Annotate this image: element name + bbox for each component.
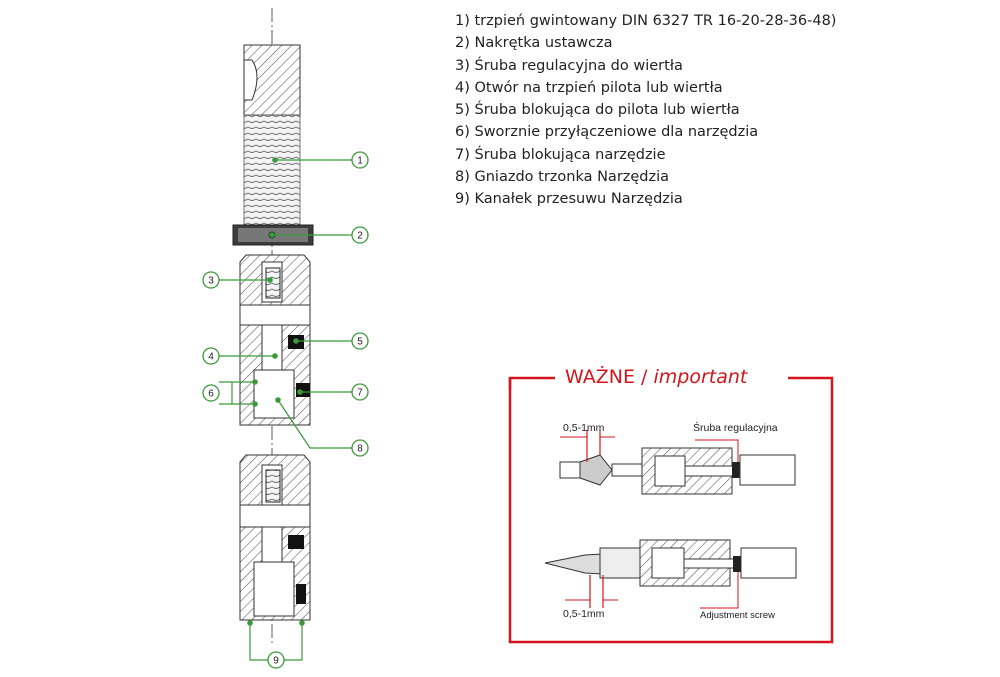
legend-item: 4) Otwór na trzpień pilota lub wiertła: [455, 79, 723, 96]
legend-item: 3) Śruba regulacyjna do wiertła: [455, 57, 683, 74]
legend-item: 9) Kanałek przesuwu Narzędzia: [455, 191, 683, 208]
legend-item: 2) Nakrętka ustawcza: [455, 35, 613, 52]
callout-label: 5: [357, 337, 363, 348]
legend-item: 5) Śruba blokująca do pilota lub wiertła: [455, 102, 740, 119]
legend-list: 1) trzpień gwintowany DIN 6327 TR 16-20-…: [455, 10, 836, 211]
callout-label: 3: [208, 276, 214, 287]
important-title-main: WAŻNE /: [565, 366, 654, 388]
callout-6: [202, 384, 220, 402]
callout-leaders: [219, 159, 352, 661]
callout-7: [351, 383, 369, 401]
legend-item: 6) Sworznie przyłączeniowe dla narzędzia: [455, 124, 759, 141]
legend-item: 7) Śruba blokująca narzędzie: [455, 146, 666, 163]
callout-label: 6: [208, 389, 214, 400]
gap-label-top: 0,5-1mm: [563, 422, 605, 434]
screw-label-pl: Śruba regulacyjna: [693, 422, 778, 434]
callout-label: 7: [357, 388, 363, 399]
callout-circles: [202, 151, 369, 669]
callout-label: 9: [273, 656, 279, 667]
callout-8: [351, 439, 369, 457]
holder-body-lower: [239, 454, 311, 621]
callout-label: 1: [357, 156, 363, 167]
callout-dots: [247, 157, 305, 626]
legend-item: 1) trzpień gwintowany DIN 6327 TR 16-20-…: [455, 13, 837, 29]
callout-3: [202, 271, 220, 289]
callout-label: 2: [357, 231, 363, 242]
callout-5: [351, 332, 369, 350]
legend-item: 8) Gniazdo trzonka Narzędzia: [455, 169, 670, 186]
screw-label-en: Adjustment screw: [700, 610, 775, 621]
callout-4: [202, 347, 220, 365]
threaded-arbor: [243, 44, 301, 226]
callout-label: 8: [357, 444, 363, 455]
important-frame: [508, 376, 834, 644]
important-title: WAŻNE / important: [565, 366, 747, 388]
callout-2: [351, 226, 369, 244]
callout-9: [267, 651, 285, 669]
important-diagram-top: [559, 430, 796, 495]
callout-1: [351, 151, 369, 169]
callout-label: 4: [208, 352, 214, 363]
gap-label-bottom: 0,5-1mm: [563, 608, 605, 620]
important-title-italic: important: [653, 366, 748, 388]
important-diagram-bottom: [544, 539, 797, 609]
